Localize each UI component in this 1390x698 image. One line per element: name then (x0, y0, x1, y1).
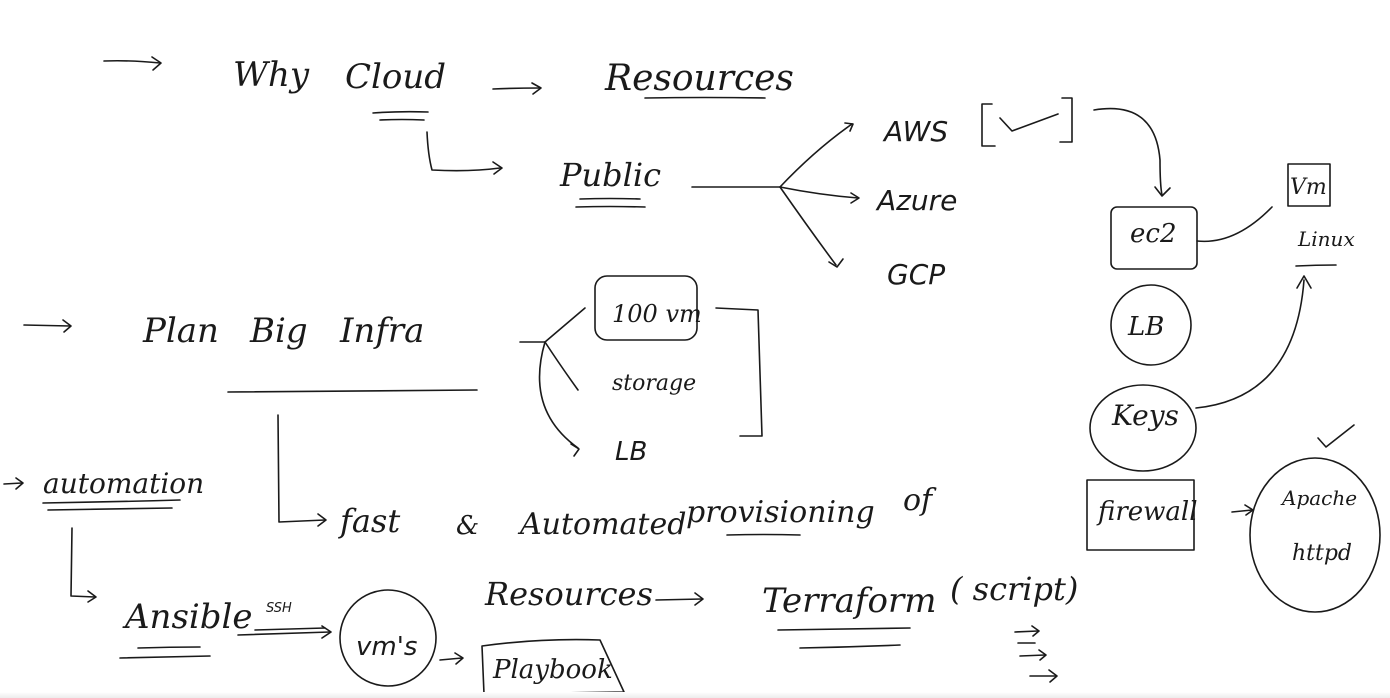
label-automation: automation (43, 467, 204, 500)
arrow-vms-to-playbook (439, 652, 464, 665)
label-vm: Vm (1290, 175, 1327, 200)
underline-cloud-2 (379, 118, 425, 121)
label-httpd: httpd (1292, 541, 1352, 566)
underline-terraform-1 (777, 627, 911, 631)
label-linux: Linux (1297, 227, 1355, 251)
arrow-bullet-automation (3, 477, 24, 490)
label-fast: fast (338, 502, 400, 540)
label-keys: Keys (1111, 399, 1179, 432)
bracket-infra-items (715, 307, 763, 437)
bottom-edge-shade (0, 692, 1390, 698)
arrow-cloud-to-public (426, 131, 503, 175)
vms-circle (339, 589, 437, 687)
label-provisioning: provisioning (686, 495, 875, 530)
arrow-automation-to-ansible (70, 527, 97, 603)
fork-public-to-providers (691, 122, 860, 268)
lb-circle (1110, 284, 1192, 366)
label-of: of (903, 483, 937, 518)
line-ec2-to-vm (1196, 206, 1273, 243)
label-automated: Automated (517, 507, 686, 542)
label-plan: Plan (142, 311, 219, 351)
label-100-vm: 100 vm (612, 300, 702, 328)
underline-automation-1 (42, 499, 181, 504)
label-azure: Azure (875, 184, 957, 217)
apache-check-icon (1317, 424, 1355, 448)
underline-resources-top (644, 96, 766, 99)
label-ssh: SSH (266, 601, 292, 616)
arrow-keys-to-linux (1195, 275, 1312, 409)
label-big: Big (249, 311, 308, 351)
label-gcp: GCP (887, 258, 945, 291)
label-firewall: firewall (1096, 497, 1198, 527)
label-resources-bottom: Resources (484, 575, 653, 613)
playbook-box (481, 638, 625, 695)
ec2-box (1110, 206, 1198, 270)
label-infra: Infra (339, 311, 424, 351)
arrow-ansible-to-vms (237, 625, 332, 639)
fork-infra-items (519, 307, 586, 457)
arrow-aws-to-ec2 (1093, 107, 1171, 197)
label-playbook: Playbook (492, 655, 613, 685)
label-cloud: Cloud (345, 57, 446, 97)
label-resources-top: Resources (604, 58, 794, 99)
underline-terraform-2 (799, 644, 901, 649)
label-and: & (456, 511, 479, 541)
label-storage: storage (612, 371, 696, 396)
vm-100-box (594, 275, 698, 341)
label-script: ( script) (950, 570, 1078, 608)
underline-linux (1295, 264, 1337, 267)
label-lb-circle: LB (1127, 312, 1164, 342)
underline-provisioning (726, 533, 801, 536)
arrow-bullet-plan (23, 319, 72, 333)
aws-selected-bracket (981, 97, 1073, 147)
underline-ansible-2 (137, 646, 201, 649)
arrow-infra-to-fast (277, 414, 327, 527)
label-vms: vm's (356, 632, 417, 662)
label-terraform: Terraform (762, 581, 936, 621)
vm-box (1287, 163, 1331, 207)
label-aws: AWS (882, 115, 948, 148)
apache-circle (1249, 457, 1381, 613)
label-ec2: ec2 (1130, 219, 1177, 249)
arrow-firewall-to-apache (1231, 504, 1254, 516)
script-lines-arrows (1014, 625, 1058, 683)
underline-public-2 (575, 205, 646, 208)
label-apache: Apache (1280, 486, 1357, 510)
arrow-cloud-to-resources (492, 82, 542, 95)
label-public: Public (559, 156, 661, 194)
label-lb-infra: LB (615, 437, 647, 467)
underline-cloud-1 (372, 110, 429, 114)
firewall-box (1086, 479, 1195, 551)
underline-public-1 (579, 197, 641, 200)
label-why: Why (233, 55, 310, 95)
keys-circle (1089, 384, 1197, 472)
arrow-resources-to-terraform (655, 592, 704, 606)
label-ansible: Ansible (122, 597, 253, 637)
arrow-bullet-why-cloud (103, 56, 162, 71)
underline-automation-2 (47, 507, 173, 511)
underline-plan-big-infra (227, 389, 478, 393)
underline-ansible-1 (119, 655, 211, 659)
